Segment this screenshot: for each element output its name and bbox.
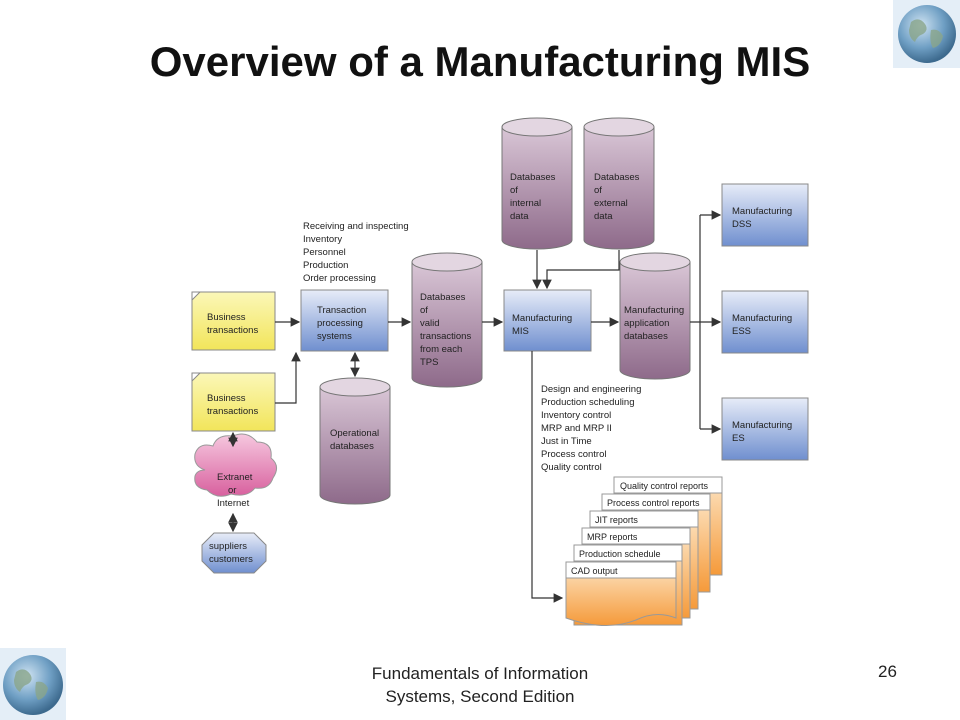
- tps-input-list: Receiving and inspecting Inventory Perso…: [303, 221, 409, 284]
- box-label: Business: [207, 393, 246, 404]
- svg-text:databases: databases: [624, 331, 668, 342]
- svg-text:data: data: [594, 211, 613, 222]
- svg-text:Transaction: Transaction: [317, 305, 366, 316]
- svg-text:Production scheduling: Production scheduling: [541, 397, 634, 408]
- svg-text:Manufacturing: Manufacturing: [512, 313, 572, 324]
- svg-text:from each: from each: [420, 344, 462, 355]
- svg-text:databases: databases: [330, 441, 374, 452]
- internal-data-cylinder: Databases of internal data: [501, 117, 573, 250]
- svg-text:Process control reports: Process control reports: [607, 498, 700, 508]
- svg-text:external: external: [594, 198, 628, 209]
- svg-text:Quality control: Quality control: [541, 462, 602, 473]
- valid-transactions-db-cylinder: Databases of valid transactions from eac…: [411, 252, 483, 388]
- svg-text:application: application: [624, 318, 669, 329]
- svg-text:Manufacturing: Manufacturing: [732, 313, 792, 324]
- svg-text:Production schedule: Production schedule: [579, 549, 661, 559]
- globe-icon: [0, 648, 66, 720]
- business-transactions-box-2: Business transactions: [191, 372, 276, 432]
- svg-text:ESS: ESS: [732, 326, 751, 337]
- svg-text:Manufacturing: Manufacturing: [732, 420, 792, 431]
- report-sheet: CAD output: [565, 561, 677, 627]
- page-title: Overview of a Manufacturing MIS: [149, 38, 811, 85]
- svg-text:Operational: Operational: [330, 428, 379, 439]
- svg-text:Order processing: Order processing: [303, 273, 376, 284]
- cloud-label: Extranet: [217, 472, 253, 483]
- cloud-label: or: [228, 485, 236, 496]
- svg-text:Inventory: Inventory: [303, 234, 342, 245]
- footer-line-1: Fundamentals of Information: [371, 664, 589, 683]
- svg-text:data: data: [510, 211, 529, 222]
- svg-text:TPS: TPS: [420, 357, 438, 368]
- svg-text:transactions: transactions: [420, 331, 471, 342]
- extranet-cloud: Extranet or Internet: [194, 433, 277, 509]
- svg-text:of: of: [594, 185, 602, 196]
- svg-text:MRP reports: MRP reports: [587, 532, 638, 542]
- svg-text:Databases: Databases: [510, 172, 556, 183]
- svg-text:Databases: Databases: [594, 172, 640, 183]
- mis-functions-list: Design and engineering Production schedu…: [541, 384, 641, 473]
- operational-databases-cylinder: Operational databases: [319, 377, 391, 505]
- svg-text:JIT reports: JIT reports: [595, 515, 638, 525]
- svg-text:Manufacturing: Manufacturing: [732, 206, 792, 217]
- external-data-cylinder: Databases of external data: [583, 117, 655, 250]
- svg-text:Receiving and inspecting: Receiving and inspecting: [303, 221, 409, 232]
- svg-text:Just in Time: Just in Time: [541, 436, 592, 447]
- svg-text:internal: internal: [510, 198, 541, 209]
- svg-text:systems: systems: [317, 331, 352, 342]
- svg-text:processing: processing: [317, 318, 363, 329]
- page-number: 26: [878, 662, 897, 681]
- svg-text:of: of: [510, 185, 518, 196]
- svg-text:Quality control reports: Quality control reports: [620, 481, 709, 491]
- svg-text:Production: Production: [303, 260, 348, 271]
- svg-text:MRP and MRP II: MRP and MRP II: [541, 423, 612, 434]
- suppliers-customers-octagon: suppliers customers: [201, 532, 267, 574]
- svg-text:Design and engineering: Design and engineering: [541, 384, 641, 395]
- manufacturing-mis-box: Manufacturing MIS: [503, 289, 592, 352]
- footer-text: Fundamentals of Information Systems, Sec…: [330, 662, 630, 708]
- manufacturing-dss-box: Manufacturing DSS: [721, 183, 809, 247]
- svg-text:Databases: Databases: [420, 292, 466, 303]
- svg-text:MIS: MIS: [512, 326, 529, 337]
- business-transactions-box: Business transactions: [191, 291, 276, 351]
- svg-text:CAD output: CAD output: [571, 566, 618, 576]
- svg-text:Process control: Process control: [541, 449, 606, 460]
- footer-line-2: Systems, Second Edition: [385, 687, 575, 706]
- svg-text:ES: ES: [732, 433, 745, 444]
- application-databases-cylinder: Manufacturing application databases: [619, 252, 691, 380]
- globe-icon: [893, 0, 960, 68]
- svg-text:Inventory control: Inventory control: [541, 410, 611, 421]
- svg-text:Manufacturing: Manufacturing: [624, 305, 684, 316]
- cloud-label: Internet: [217, 498, 250, 509]
- svg-text:of: of: [420, 305, 428, 316]
- manufacturing-es-box: Manufacturing ES: [721, 397, 809, 461]
- svg-text:valid: valid: [420, 318, 440, 329]
- svg-text:DSS: DSS: [732, 219, 752, 230]
- box-label: Business: [207, 312, 246, 323]
- connectors: [228, 210, 722, 603]
- manufacturing-ess-box: Manufacturing ESS: [721, 290, 809, 354]
- octagon-label: customers: [209, 554, 253, 565]
- svg-text:Personnel: Personnel: [303, 247, 346, 258]
- box-label: transactions: [207, 325, 258, 336]
- tps-box: Transaction processing systems: [300, 289, 389, 352]
- reports-stack: Quality control reports Process control …: [565, 476, 723, 627]
- box-label: transactions: [207, 406, 258, 417]
- octagon-label: suppliers: [209, 541, 247, 552]
